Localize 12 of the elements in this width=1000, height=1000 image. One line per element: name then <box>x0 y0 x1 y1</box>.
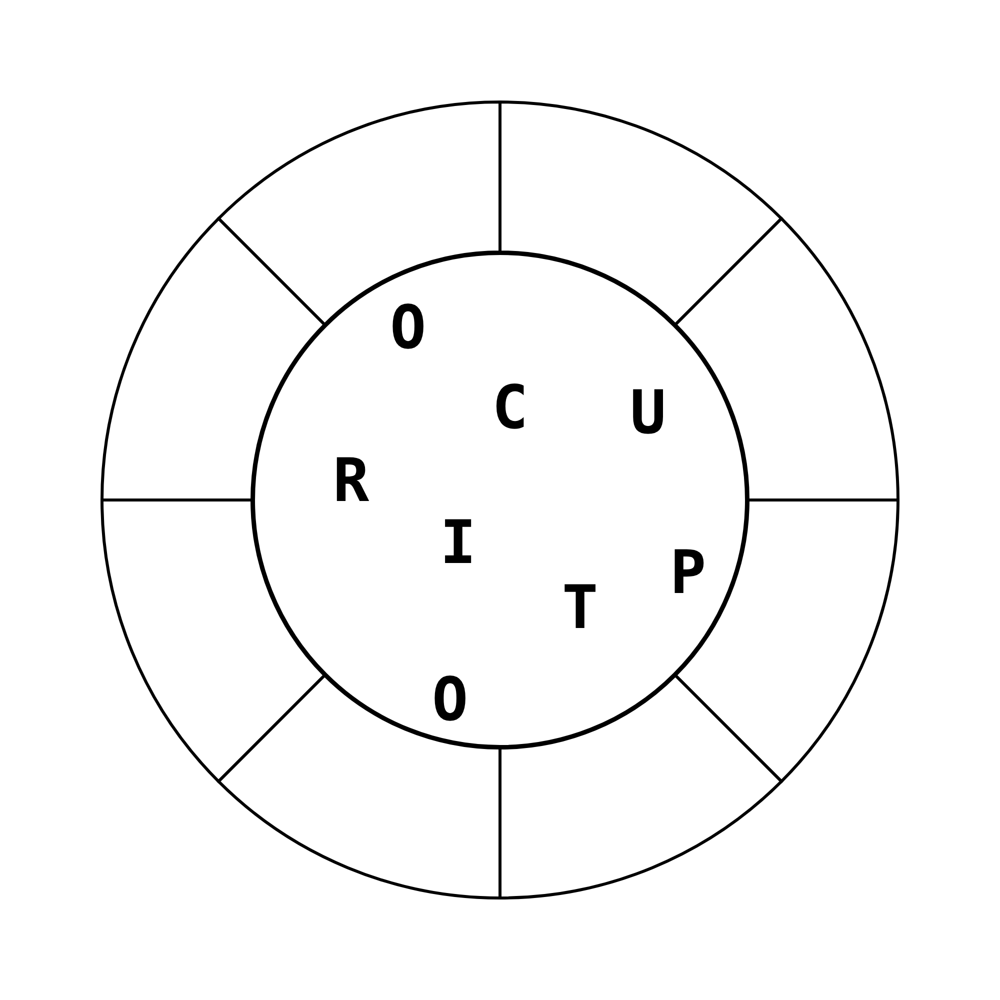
letter: R <box>332 451 370 511</box>
letter: U <box>630 383 666 443</box>
letter: O <box>390 298 426 358</box>
ring-segment <box>100 217 326 502</box>
ring-segment <box>217 674 502 900</box>
letter: C <box>492 378 528 438</box>
letter: I <box>440 513 476 573</box>
ring-segment <box>674 217 900 502</box>
letter: P <box>670 543 706 603</box>
ring-segment <box>498 674 783 900</box>
letter: T <box>562 578 598 638</box>
letter: O <box>432 670 468 730</box>
